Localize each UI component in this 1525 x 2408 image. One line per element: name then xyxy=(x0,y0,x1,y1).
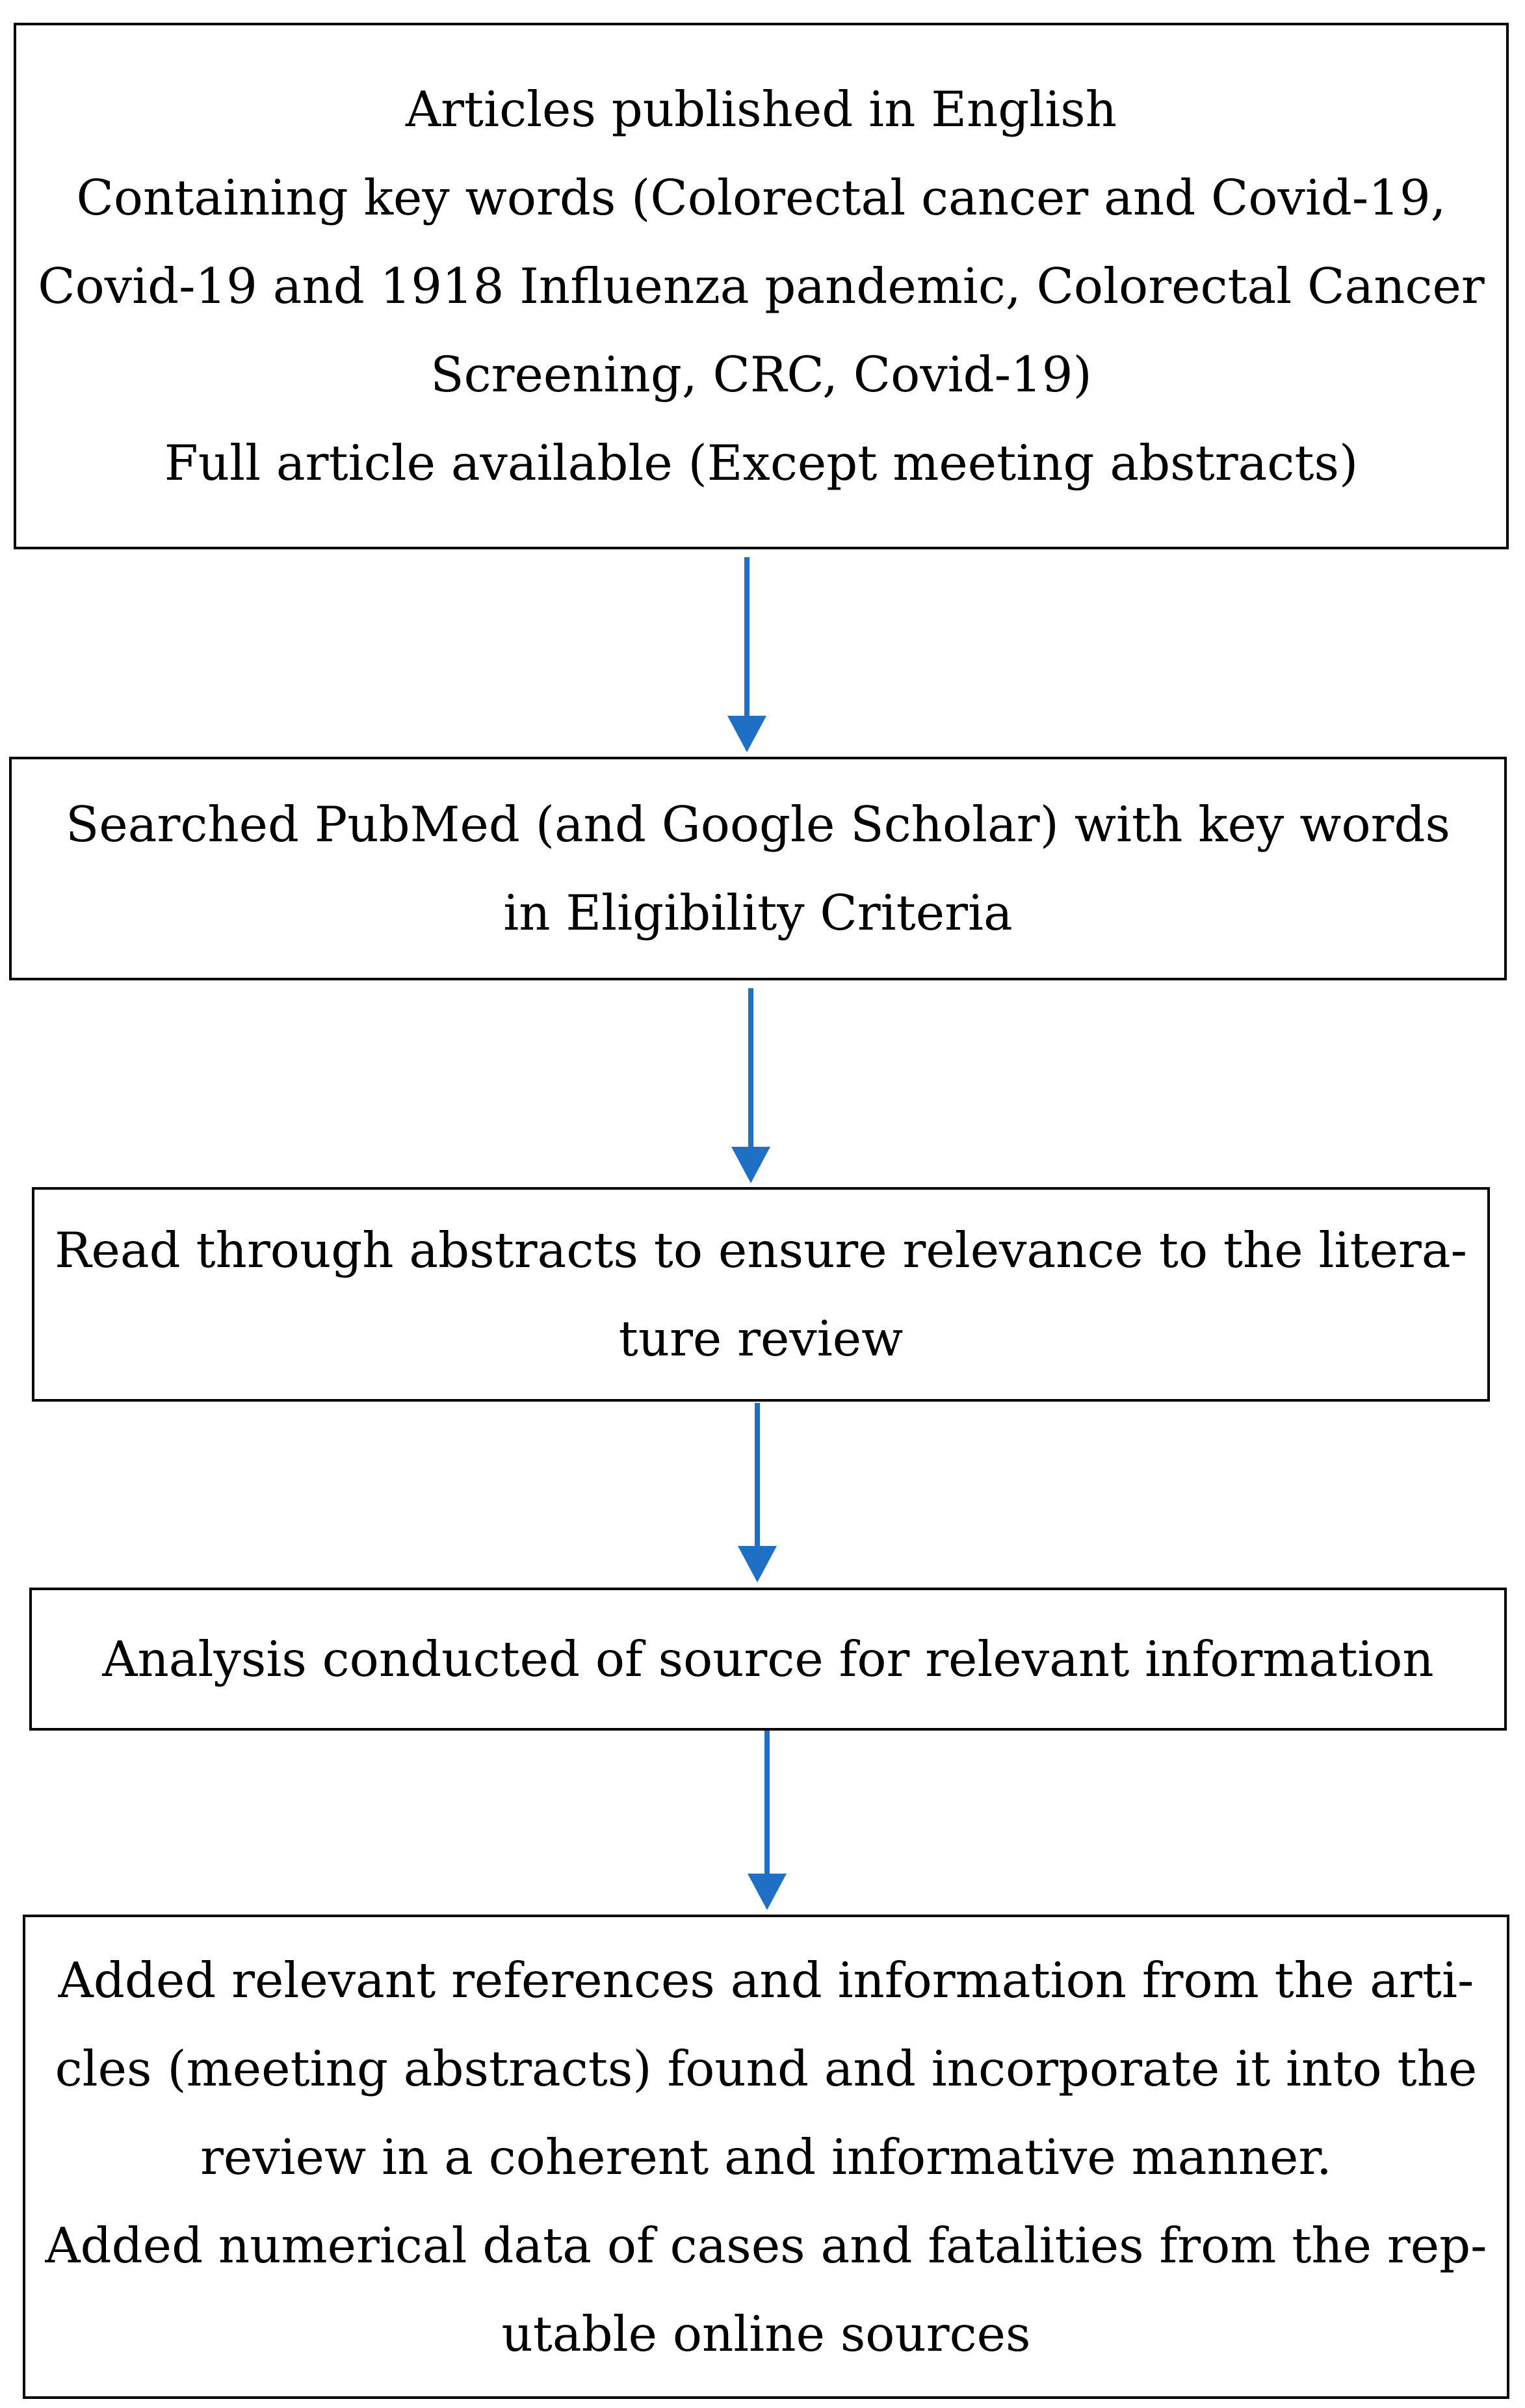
down-arrow-icon xyxy=(748,1731,787,1910)
step-1-line-3: Covid-19 and 1918 Influenza pandemic, Co… xyxy=(38,257,1485,315)
step-3-line-1: Read through abstracts to ensure relevan… xyxy=(55,1222,1467,1279)
down-arrow-icon xyxy=(738,1403,777,1582)
step-2-line-1: Searched PubMed (and Google Scholar) wit… xyxy=(66,796,1450,853)
step-4-line-1: Analysis conducted of source for relevan… xyxy=(102,1630,1434,1688)
step-5-added-references-box: Added relevant references and informatio… xyxy=(23,1915,1509,2399)
down-arrow-icon xyxy=(731,988,770,1183)
step-4-analysis-box: Analysis conducted of source for relevan… xyxy=(29,1588,1507,1731)
step-1-line-4: Screening, CRC, Covid-19) xyxy=(430,346,1092,403)
step-5-line-4: Added numerical data of cases and fatali… xyxy=(45,2216,1487,2274)
step-5-line-2: cles (meeting abstracts) found and incor… xyxy=(55,2039,1478,2097)
step-1-line-2: Containing key words (Colorectal cancer … xyxy=(76,169,1446,226)
step-5-line-3: review in a coherent and informative man… xyxy=(200,2128,1332,2186)
step-1-line-5: Full article available (Except meeting a… xyxy=(164,434,1359,491)
step-1-line-1: Articles published in English xyxy=(405,81,1117,138)
step-5-line-1: Added relevant references and informatio… xyxy=(58,1951,1474,2009)
step-2-search-box: Searched PubMed (and Google Scholar) wit… xyxy=(9,757,1507,980)
step-3-line-2: ture review xyxy=(618,1310,904,1367)
step-3-read-abstracts-box: Read through abstracts to ensure relevan… xyxy=(32,1187,1490,1402)
down-arrow-icon xyxy=(727,557,766,752)
step-1-eligibility-criteria-box: Articles published in English Containing… xyxy=(14,23,1509,549)
step-5-line-5: utable online sources xyxy=(501,2305,1031,2362)
step-2-line-2: in Eligibility Criteria xyxy=(503,884,1013,941)
